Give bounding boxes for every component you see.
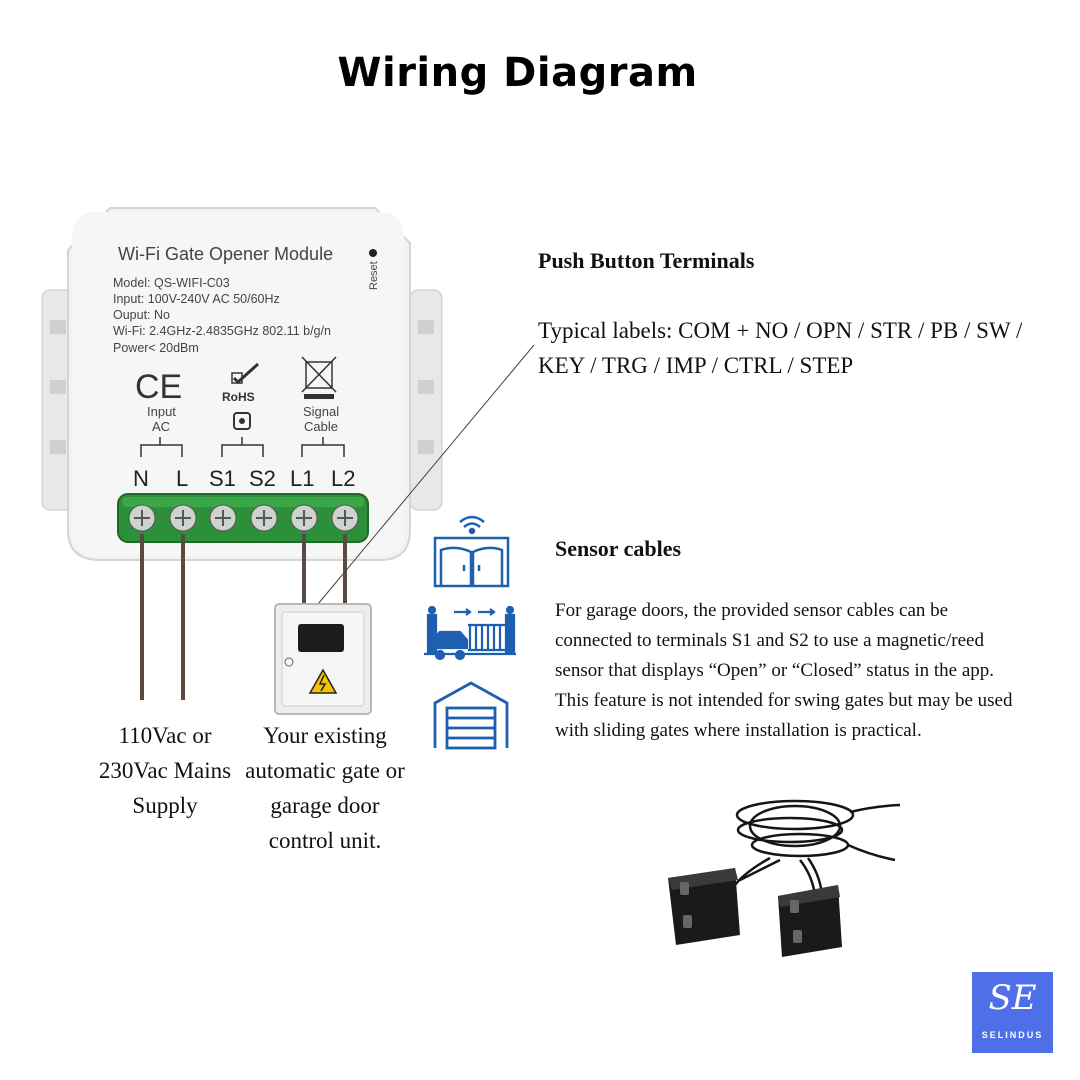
reed-sensor-right: [778, 885, 842, 957]
signal-icon: [233, 412, 251, 430]
control-unit-label: Your existing automatic gate or garage d…: [245, 723, 405, 853]
warning-icon: [308, 668, 338, 694]
sensor-text: For garage doors, the provided sensor ca…: [555, 600, 1013, 741]
model-text: Model: QS-WIFI-C03: [113, 276, 230, 290]
ce-mark-icon: CE: [135, 368, 182, 406]
logo-wordmark: SELINDUS: [981, 1030, 1044, 1040]
terminal-label-s1: S1: [209, 466, 236, 491]
terminal-label-l2: L2: [331, 466, 355, 491]
push-button-heading: Push Button Terminals: [538, 248, 755, 273]
input-ac-label-2: AC: [152, 419, 170, 434]
swing-gate-wifi-icon: [433, 515, 510, 588]
control-unit-box: [274, 603, 372, 715]
power-spec-text: Power< 20dBm: [113, 341, 199, 355]
push-button-text: Typical labels: COM + NO / OPN / STR / P…: [538, 318, 1023, 378]
sliding-gate-car-icon: [424, 605, 516, 661]
reed-sensor-left: [668, 868, 740, 945]
wifi-spec-text: Wi-Fi: 2.4GHz-2.4835GHz 802.11 b/g/n: [113, 324, 331, 338]
module-name: Wi-Fi Gate Opener Module: [118, 244, 333, 264]
output-spec-text: Ouput: No: [113, 308, 170, 322]
svg-text:RoHS: RoHS: [222, 390, 255, 404]
signal-cable-label-1: Signal: [303, 404, 339, 419]
terminal-label-l1: L1: [290, 466, 314, 491]
terminal-label-n: N: [133, 466, 149, 491]
garage-door-icon: [433, 681, 509, 750]
rohs-icon: RoHS: [222, 362, 260, 404]
input-spec-text: Input: 100V-240V AC 50/60Hz: [113, 292, 280, 306]
page-title: Wiring Diagram: [337, 50, 698, 96]
weee-bin-icon: [301, 356, 337, 399]
module-right-tabs: [409, 289, 443, 511]
reset-label: Reset: [368, 261, 380, 290]
terminal-screws: [128, 504, 359, 532]
terminal-label-s2: S2: [249, 466, 276, 491]
mains-wires: [140, 534, 185, 700]
signal-cable-label-2: Cable: [304, 419, 338, 434]
input-ac-label-1: Input: [147, 404, 176, 419]
sensor-heading: Sensor cables: [555, 536, 682, 561]
terminal-brackets: [140, 437, 345, 457]
mains-supply-label: 110Vac or 230Vac Mains Supply: [98, 723, 232, 818]
logo-monogram: SE: [988, 978, 1037, 1018]
brand-logo: SE SELINDUS: [972, 972, 1053, 1053]
reset-hole: [369, 249, 377, 257]
terminal-label-l: L: [176, 466, 188, 491]
reed-sensor-cables: [668, 799, 901, 957]
pointer-line: [317, 344, 535, 605]
control-wires: [302, 534, 347, 606]
